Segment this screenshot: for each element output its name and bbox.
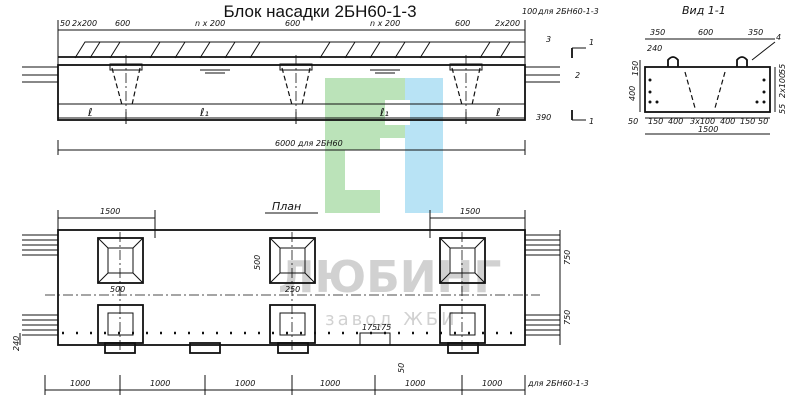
plan-top-dim-1: 1500	[100, 207, 120, 216]
elev-dim-3: 600	[115, 19, 130, 28]
elev-dim-9: 100	[522, 7, 537, 16]
plan-inner-dim-3: 250	[285, 285, 300, 294]
plan-right-dim-2: 750	[563, 310, 572, 325]
elev-dim-4: n x 200	[195, 19, 225, 28]
elev-total: 6000 для 2БН60	[275, 139, 343, 148]
section-top-dim-3: 350	[748, 28, 763, 37]
drawing-title: Блок насадки 2БН60-1-3	[223, 2, 417, 21]
elev-dim-1: 50	[60, 19, 70, 28]
plan-bottom-note: для 2БН60-1-3	[527, 379, 589, 388]
elev-top-note: для 2БН60-1-3	[537, 7, 599, 16]
watermark-subtitle: завод ЖБИ	[325, 309, 458, 330]
section-bottom-dim-4: 3x100	[690, 117, 715, 126]
section-right-dim-1: 55	[778, 64, 787, 74]
elev-seg-2: ℓ₁	[199, 106, 209, 119]
section-bottom-dim-6: 150	[740, 117, 755, 126]
plan-inner-dim-4: 175	[362, 323, 377, 332]
elev-seg-3: ℓ₁	[379, 106, 389, 119]
elev-dim-2: 2x200	[72, 19, 97, 28]
plan-bottom-dim-6: 1000	[482, 379, 502, 388]
elev-seg-1: ℓ	[87, 106, 93, 119]
section-bottom-dim-5: 400	[720, 117, 735, 126]
section-view: Вид 1-1 350 600 350 4 240 150 400 55 2x1…	[628, 4, 787, 135]
elev-marker-3: 3	[546, 35, 551, 44]
section-bottom-dim-2: 150	[648, 117, 663, 126]
elev-dim-6: n x 200	[370, 19, 400, 28]
plan-bottom-dim-4: 1000	[320, 379, 340, 388]
section-total: 1500	[698, 125, 718, 134]
elev-marker-1-bottom: 1	[589, 117, 594, 126]
section-top-dim-1: 350	[650, 28, 665, 37]
plan-inner-dim-5: 175	[376, 323, 391, 332]
plan-title: План	[272, 200, 301, 213]
plan-left-dim: 240	[12, 336, 21, 351]
section-left-dim-2: 150	[631, 61, 640, 76]
section-top-dim-2: 600	[698, 28, 713, 37]
elev-dim-5: 600	[285, 19, 300, 28]
plan-right-dim-1: 750	[563, 250, 572, 265]
plan-bottom-dim-5: 1000	[405, 379, 425, 388]
plan-bottom-dim-1: 1000	[70, 379, 90, 388]
section-right-dim-3: 55	[778, 104, 787, 114]
watermark-logo	[325, 78, 443, 213]
section-bottom-dim-3: 400	[668, 117, 683, 126]
section-mark-4: 4	[776, 33, 781, 42]
section-left-dim-3: 400	[628, 86, 637, 101]
section-left-dim-1: 240	[647, 44, 662, 53]
section-title: Вид 1-1	[682, 4, 726, 17]
plan-bottom-dim-3: 1000	[235, 379, 255, 388]
elev-right-dim: 390	[536, 113, 551, 122]
elevation-view: 50 2x200 600 n x 200 600 n x 200 600 2x2…	[22, 7, 599, 155]
plan-bottom-dim-2: 1000	[150, 379, 170, 388]
elev-marker-1-top: 1	[589, 38, 594, 47]
section-bottom-dim-1: 50	[628, 117, 638, 126]
elev-dim-7: 600	[455, 19, 470, 28]
plan-side-dim: 50	[397, 363, 406, 373]
section-right-dim-2: 2x100	[778, 73, 787, 98]
section-bottom-dim-7: 50	[758, 117, 768, 126]
plan-inner-dim-2: 500	[253, 255, 262, 270]
plan-view: План 1500 1500	[12, 200, 589, 395]
elev-seg-4: ℓ	[495, 106, 501, 119]
plan-inner-dim-1: 500	[110, 285, 125, 294]
elev-dim-8: 2x200	[495, 19, 520, 28]
plan-top-dim-2: 1500	[460, 207, 480, 216]
elev-marker-2: 2	[575, 71, 580, 80]
